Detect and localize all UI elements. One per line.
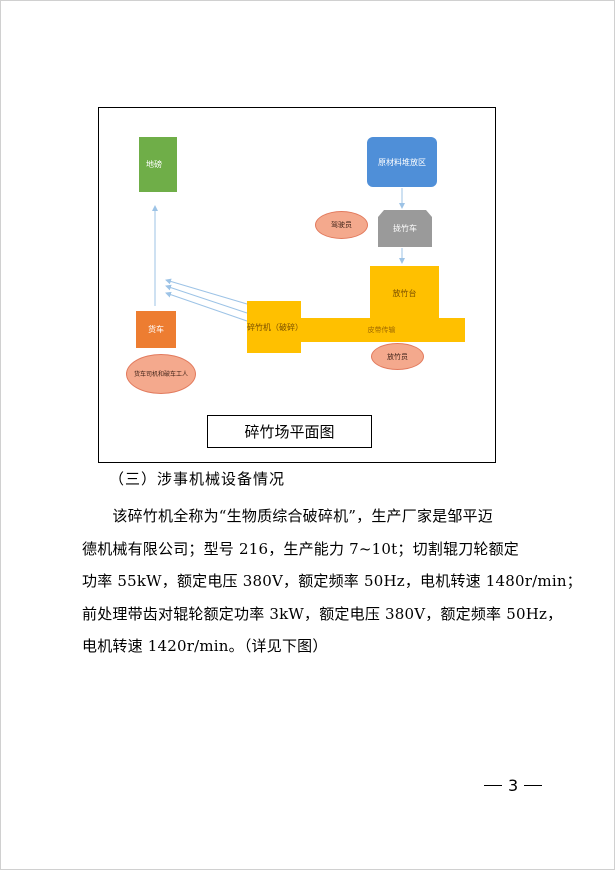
arrow-to-truck-3: [165, 291, 248, 322]
section-heading: （三）涉事机械设备情况: [109, 470, 286, 488]
scale-box: 地磅: [139, 137, 177, 192]
conveyor-box: 皮带传输: [298, 318, 465, 342]
bamboo-platform-box: 放竹台: [370, 266, 439, 320]
bamboo-truck-shape: [378, 210, 432, 247]
paragraph-line: 该碎竹机全称为“生物质综合破碎机”，生产厂家是邹平迈: [82, 507, 493, 525]
paragraph-line: 功率 55kW，额定电压 380V，额定频率 50Hz，电机转速 1480r/m…: [82, 572, 582, 590]
conveyor-label: 皮带传输: [367, 326, 396, 334]
scale-label: 地磅: [146, 160, 162, 169]
driver-label: 驾驶员: [331, 221, 352, 229]
page-dash-right: [524, 784, 543, 787]
raw-material-box: 原材料堆放区: [367, 137, 437, 187]
page-number: 3: [478, 776, 548, 795]
arrow-to-truck-1: [165, 278, 248, 305]
site-layout-diagram: 地磅 原材料堆放区 拢竹车 驾驶员 皮带传输 放竹台 碎竹机（破碎） 放竹员 货…: [98, 107, 496, 463]
bamboo-platform-label: 放竹台: [392, 288, 417, 298]
bamboo-truck-label: 拢竹车: [393, 224, 417, 233]
bamboo-truck-box: 拢竹车: [378, 210, 432, 247]
paragraph-line: 电机转速 1420r/min。（详见下图）: [82, 637, 328, 655]
crusher-box: 碎竹机（破碎）: [247, 301, 303, 353]
arrow-to-truck-2: [165, 284, 248, 314]
loader-ellipse: 放竹员: [371, 343, 424, 370]
truck-label: 货车: [148, 325, 164, 334]
truck-driver-label: 货车司机和破车工人: [133, 370, 188, 378]
section-paragraph: 该碎竹机全称为“生物质综合破碎机”，生产厂家是邹平迈 德机械有限公司；型号 21…: [82, 500, 582, 663]
truck-driver-ellipse: 货车司机和破车工人: [126, 354, 196, 394]
truck-box: 货车: [136, 311, 176, 348]
diagram-caption: 碎竹场平面图: [207, 415, 372, 448]
raw-material-label: 原材料堆放区: [378, 157, 426, 167]
diagram-caption-text: 碎竹场平面图: [244, 423, 335, 441]
loader-label: 放竹员: [387, 352, 408, 361]
paragraph-line: 前处理带齿对辊轮额定功率 3kW，额定电压 380V，额定频率 50Hz，: [82, 604, 563, 623]
driver-ellipse: 驾驶员: [315, 211, 368, 239]
crusher-label: 碎竹机（破碎）: [247, 322, 303, 332]
page-dash-left: [484, 784, 502, 787]
paragraph-line: 德机械有限公司；型号 216，生产能力 7~10t；切割辊刀轮额定: [82, 539, 519, 558]
page-number-text: 3: [508, 776, 519, 795]
